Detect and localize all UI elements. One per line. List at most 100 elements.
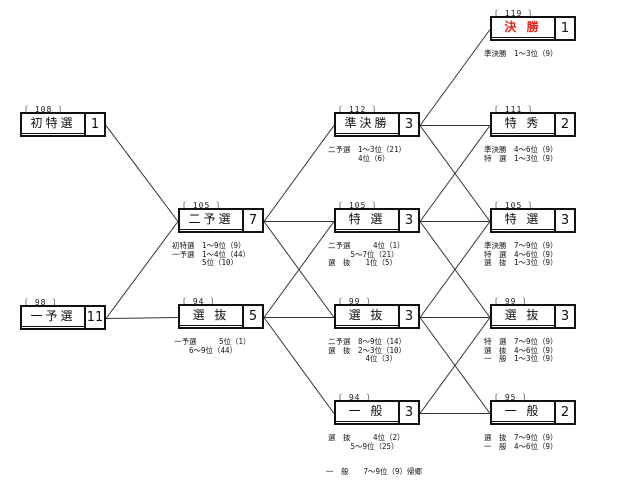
connection-shotoku-yosen2 [105,125,179,222]
box-divider [180,325,242,326]
race-number: 〔 105 〕 [490,201,538,210]
advancement-row: 一予選 1～4位（44） [172,249,251,259]
race-name-box: 準決勝 [334,112,400,137]
advancement-row: 選 抜 7～9位（9） [484,433,558,442]
advancement-row: 5～9位（25） [328,441,399,451]
advancement-row: 準決勝 4～6位（9） [484,145,558,154]
race-name: 決 勝 [504,20,542,34]
advancement-row: 選 抜 1～3位（9） [484,258,558,267]
race-number: 〔 94 〕 [334,393,376,402]
footer-note: 一 般 7～9位（9）帰郷 [326,467,423,476]
advancement-senbatsu3: 特 選 7～9位（9）選 抜 4～6位（9）一 般 1～3位（9） [484,337,558,364]
race-number: 〔 94 〕 [178,297,220,306]
advancement-ippan1: 選 抜 4位（2） 5～9位（25） [328,433,405,451]
race-count: 7 [242,208,264,233]
advancement-row: 6～9位（44） [174,345,238,355]
advancement-senbatsu2: 二予選 8～9位（14）選 抜 2～3位（10） 4位（3） [328,337,407,364]
race-name: 特 選 [348,212,386,226]
race-number: 〔 95 〕 [490,393,532,402]
race-name: 選 抜 [348,308,386,322]
connection-ippan1-senbatsu3 [419,317,491,414]
race-count: 2 [554,400,576,425]
race-name-box: 決 勝 [490,16,556,41]
advancement-row: 一 般 4～6位（9） [484,441,558,451]
advancement-row: 選 抜 2～3位（10） [328,345,407,355]
race-name: 二予選 [188,212,234,226]
race-name-box: 二予選 [178,208,244,233]
race-number: 〔 112 〕 [334,105,382,114]
box-divider [336,421,398,422]
race-count: 3 [398,304,420,329]
box-divider [336,133,398,134]
advancement-kessho: 準決勝 1～3位（9） [484,49,558,59]
race-count: 2 [554,112,576,137]
race-name-box: 一 般 [490,400,556,425]
box-divider [492,325,554,326]
race-number: 〔 105 〕 [178,201,226,210]
race-name: 一 般 [348,404,386,418]
box-divider [22,326,84,327]
race-count: 5 [242,304,264,329]
advancement-senbatsu1: 一予選 5位（1） 6～9位（44） [174,337,251,355]
race-name: 特 選 [504,212,542,226]
race-name-box: 特 選 [334,208,400,233]
advancement-row: 選 抜 4位（2） [328,433,405,442]
race-name: 一 般 [504,404,542,418]
race-count: 3 [554,208,576,233]
box-divider [180,229,242,230]
advancement-tokusen2: 準決勝 7～9位（9）特 選 4～6位（9）選 抜 1～3位（9） [484,241,558,268]
advancement-row: 二予選 1～3位（21） [328,145,407,154]
box-divider [22,133,84,134]
advancement-row: 初特選 1～9位（9） [172,241,246,250]
advancement-row: 4位（3） [328,354,398,363]
advancement-row: 特 選 7～9位（9） [484,337,558,346]
race-number: 〔 119 〕 [490,9,538,18]
race-count: 3 [398,112,420,137]
race-name-box: 特 秀 [490,112,556,137]
race-name-box: 一予選 [20,305,86,330]
race-name-box: 一 般 [334,400,400,425]
connection-tokusen1-tokushu [419,125,491,222]
advancement-row: 5～7位（21） [328,249,399,259]
advancement-row: 5位（10） [172,258,239,267]
connection-senbatsu1-tokusen1 [263,221,335,318]
race-name: 準決勝 [344,116,390,130]
advancement-row: 一 般 1～3位（9） [484,354,558,363]
advancement-tokusen1: 二予選 4位（1） 5～7位（21）選 抜 1位（5） [328,241,405,268]
race-number: 〔 111 〕 [490,105,538,114]
advancement-row: 準決勝 7～9位（9） [484,241,558,250]
box-divider [336,325,398,326]
connection-senbatsu2-tokusen2 [419,221,491,318]
race-name-box: 選 抜 [178,304,244,329]
race-count: 3 [398,400,420,425]
advancement-ippan2: 選 抜 7～9位（9）一 般 4～6位（9） [484,433,558,451]
race-name: 特 秀 [504,116,542,130]
advancement-junkessho: 二予選 1～3位（21） 4位（6） [328,145,407,163]
race-number: 〔 108 〕 [20,105,68,114]
advancement-row: 4位（6） [328,153,390,163]
box-divider [336,229,398,230]
advancement-row: 選 抜 1位（5） [328,258,398,267]
race-count: 3 [554,304,576,329]
advancement-row: 準決勝 1～3位（9） [484,49,558,58]
box-divider [492,421,554,422]
race-name: 選 抜 [504,308,542,322]
race-number: 〔 105 〕 [334,201,382,210]
race-count: 1 [84,112,106,137]
advancement-row: 二予選 8～9位（14） [328,337,407,346]
race-name-box: 初特選 [20,112,86,137]
advancement-row: 一予選 5位（1） [174,337,251,346]
race-name-box: 選 抜 [334,304,400,329]
connection-senbatsu1-ippan1 [263,317,335,414]
connection-yosen1-yosen2 [105,221,179,319]
box-divider [492,133,554,134]
race-number: 〔 98 〕 [20,298,62,307]
advancement-row: 特 選 1～3位（9） [484,153,558,163]
box-divider [492,229,554,230]
advancement-row: 特 選 4～6位（9） [484,249,558,259]
race-name-box: 選 抜 [490,304,556,329]
advancement-yosen2: 初特選 1～9位（9）一予選 1～4位（44） 5位（10） [172,241,251,268]
race-count: 3 [398,208,420,233]
race-number: 〔 99 〕 [334,297,376,306]
